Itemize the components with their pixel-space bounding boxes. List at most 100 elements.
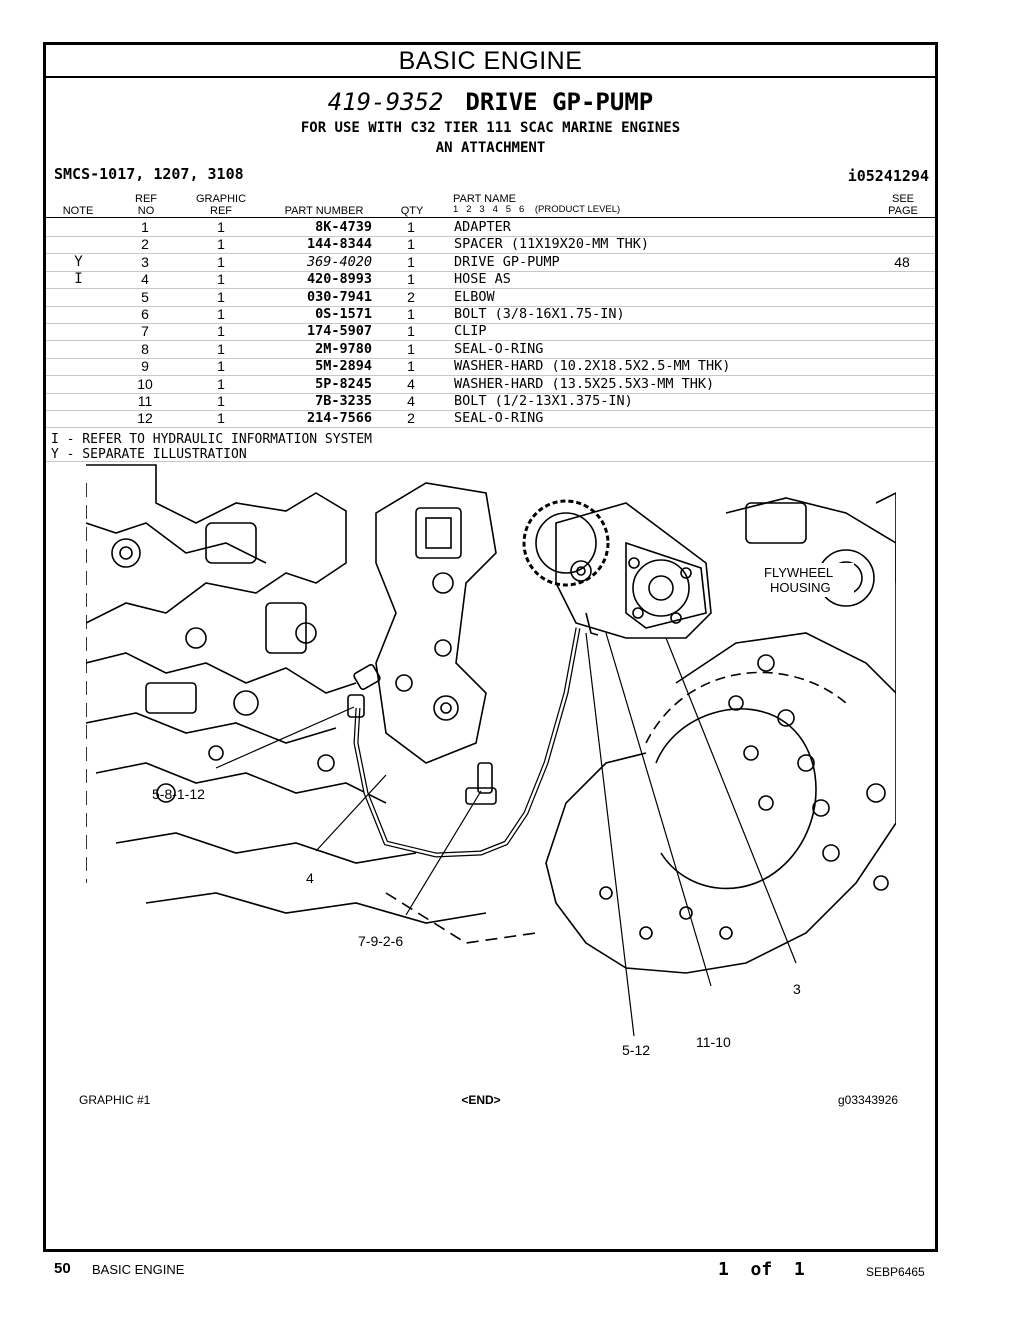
smcs-codes: SMCS-1017, 1207, 3108 [54, 165, 244, 183]
engine-illustration: 5-8-1-12 4 7-9-2-6 5-12 11-10 3 FLYWHEEL… [86, 464, 896, 1058]
part-name-cell: WASHER-HARD (13.5X25.5X3-MM THK) [454, 375, 715, 392]
callout-11-10: 11-10 [696, 1034, 731, 1050]
qty-cell: 1 [407, 323, 415, 340]
usage-line: FOR USE WITH C32 TIER 111 SCAC MARINE EN… [300, 120, 681, 136]
part-name-cell: WASHER-HARD (10.2X18.5X2.5-MM THK) [454, 358, 731, 375]
table-row: 1 1 8K-4739 1 ADAPTER [46, 219, 935, 237]
note-cell: I [74, 271, 83, 288]
footer-section: BASIC ENGINE [92, 1262, 185, 1277]
group-part-number: 419-9352 [327, 88, 444, 116]
graphic-ref-cell: 1 [217, 410, 225, 427]
part-name-cell: ADAPTER [454, 219, 511, 235]
qty-cell: 1 [407, 340, 415, 357]
col-part-name: PART NAME [453, 193, 516, 205]
see-page-cell: 48 [894, 253, 910, 270]
graphic-ref-cell: 1 [217, 393, 225, 409]
ref-cell: 9 [141, 358, 149, 375]
graphic-id: g03343926 [838, 1093, 899, 1107]
graphic-ref-cell: 1 [217, 358, 225, 375]
graphic-ref-cell: 1 [217, 323, 225, 340]
ref-cell: 3 [141, 253, 149, 270]
part-name-cell: SPACER (11X19X20-MM THK) [454, 236, 650, 253]
col-graphic-top: GRAPHIC [195, 193, 247, 205]
part-number-cell: 030-7941 [306, 288, 372, 305]
col-qty: QTY [400, 205, 424, 217]
col-see-top: SEE [891, 193, 914, 205]
page-frame: BASIC ENGINE 419-9352 DRIVE GP-PUMP FOR U… [43, 42, 938, 1252]
ref-cell: 7 [141, 323, 149, 340]
callout-5-8-1-12: 5-8-1-12 [152, 786, 205, 802]
section-title: BASIC ENGINE [46, 45, 935, 78]
part-name-cell: HOSE AS [454, 271, 511, 288]
graphic-number: GRAPHIC #1 [79, 1093, 151, 1107]
part-name-cell: ELBOW [454, 288, 495, 305]
col-part-number: PART NUMBER [284, 205, 364, 217]
ref-cell: 1 [141, 219, 149, 235]
housing-label: HOUSING [770, 580, 831, 595]
ref-cell: 12 [137, 410, 153, 427]
part-name-cell: CLIP [454, 323, 487, 340]
ref-cell: 4 [141, 271, 149, 288]
qty-cell: 2 [407, 410, 415, 427]
part-number-cell: 214-7566 [306, 410, 372, 427]
graphic-ref-cell: 1 [217, 253, 225, 270]
table-row: 5 1 030-7941 2 ELBOW [46, 289, 935, 307]
col-ref-bottom: NO [137, 205, 155, 217]
note-cell: Y [74, 253, 83, 270]
col-product-level: 1 2 3 4 5 6 (PRODUCT LEVEL) [453, 204, 621, 215]
info-reference: i05241294 [847, 167, 929, 185]
graphic-ref-cell: 1 [217, 236, 225, 253]
part-name-cell: BOLT (1/2-13X1.375-IN) [454, 393, 633, 409]
part-heading: 419-9352 DRIVE GP-PUMP [46, 88, 935, 116]
part-number-cell: 420-8993 [306, 271, 372, 288]
table-row: 12 1 214-7566 2 SEAL-O-RING [46, 410, 935, 429]
col-ref-top: REF [135, 193, 157, 205]
qty-cell: 2 [407, 288, 415, 305]
ref-cell: 10 [137, 375, 153, 392]
ref-cell: 5 [141, 288, 149, 305]
notes-rule [46, 461, 935, 462]
graphic-ref-cell: 1 [217, 306, 225, 322]
part-number-cell: 5P-8245 [315, 375, 372, 392]
ref-cell: 6 [141, 306, 149, 322]
qty-cell: 4 [407, 393, 415, 409]
qty-cell: 1 [407, 271, 415, 288]
page-of: 1 of 1 [718, 1259, 805, 1280]
part-number-cell: 8K-4739 [315, 219, 372, 235]
flywheel-label: FLYWHEEL [764, 565, 833, 580]
graphic-ref-cell: 1 [217, 340, 225, 357]
document-id: SEBP6465 [866, 1265, 925, 1279]
graphic-ref-cell: 1 [217, 219, 225, 235]
graphic-ref-cell: 1 [217, 375, 225, 392]
note-separate-illustration: Y - SEPARATE ILLUSTRATION [51, 447, 247, 462]
qty-cell: 1 [407, 219, 415, 235]
part-number-cell: 144-8344 [306, 236, 372, 253]
part-number-cell: 2M-9780 [315, 340, 372, 357]
part-name-cell: BOLT (3/8-16X1.75-IN) [454, 306, 625, 322]
col-graphic-bottom: REF [210, 205, 232, 217]
col-see-bottom: PAGE [888, 205, 918, 217]
callout-5-12: 5-12 [622, 1042, 650, 1058]
group-part-name: DRIVE GP-PUMP [465, 88, 654, 116]
qty-cell: 1 [407, 358, 415, 375]
part-name-cell: SEAL-O-RING [454, 410, 544, 427]
end-marker: <END> [461, 1093, 501, 1107]
label-backdrop [754, 563, 854, 597]
qty-cell: 1 [407, 306, 415, 322]
part-number-cell: 174-5907 [306, 323, 372, 340]
attachment-line: AN ATTACHMENT [435, 140, 546, 156]
ref-cell: 11 [137, 393, 153, 409]
callout-3: 3 [793, 981, 801, 997]
graphic-ref-cell: 1 [217, 288, 225, 305]
part-number-cell: 7B-3235 [315, 393, 372, 409]
ref-cell: 2 [141, 236, 149, 253]
ref-cell: 8 [141, 340, 149, 357]
page-number: 50 [54, 1260, 71, 1277]
